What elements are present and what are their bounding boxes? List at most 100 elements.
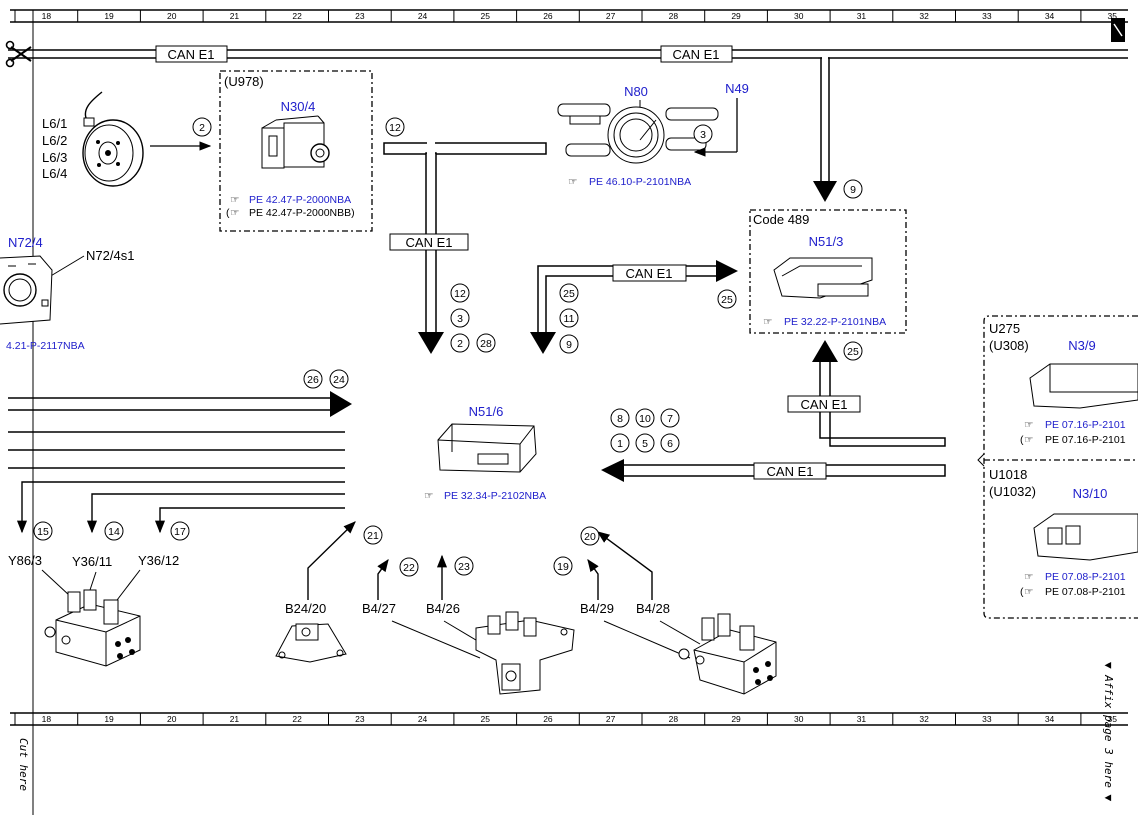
signal-number: 5: [635, 433, 655, 453]
signal-number: 9: [559, 334, 579, 354]
svg-text:20: 20: [584, 531, 596, 543]
signal-number: 26: [303, 369, 323, 389]
bus-label-can-e1: CAN E1: [406, 235, 453, 250]
svg-text:23: 23: [458, 561, 470, 573]
grid-column-label: 28: [669, 11, 679, 21]
label-y36-12: Y36/12: [138, 553, 179, 568]
affix-page-text: ▼ Affix page 3 here ▼: [1102, 662, 1115, 801]
grid-column-label: 35: [1108, 11, 1118, 21]
signal-number: 14: [104, 521, 124, 541]
label-y36-11: Y36/11: [72, 554, 112, 569]
grid-column-label: 25: [481, 714, 491, 724]
bus-label-can-e1: CAN E1: [673, 47, 720, 62]
label-l6-4: L6/4: [42, 166, 67, 181]
doc-ref-alt: PE 07.16-P-2101: [1045, 434, 1126, 446]
bus-n51-3-link: CAN E1: [530, 260, 738, 354]
valve-block-icon: [44, 589, 141, 667]
option-code: Code 489: [753, 212, 809, 227]
doc-ref-paren: (: [1020, 586, 1024, 598]
pressure-sensor-block-icon: [475, 611, 575, 695]
grid-column-label: 27: [606, 11, 616, 21]
engine-control-units: U275 (U308) N3/9 ☞ PE 07.16-P-2101 ( ☞ P…: [977, 315, 1138, 619]
n49-component: N49: [693, 81, 749, 157]
hydraulic-unit-icon: [261, 115, 330, 169]
grid-column-label: 20: [167, 714, 177, 724]
label-b4-29: B4/29: [580, 601, 614, 616]
grid-column-label: 21: [230, 714, 240, 724]
signal-number: 3: [450, 308, 470, 328]
signal-number: 7: [660, 408, 680, 428]
grid-column-label: 24: [418, 714, 428, 724]
signal-number: 2: [450, 333, 470, 353]
grid-column-label: 29: [731, 11, 741, 21]
signal-number: 24: [329, 369, 349, 389]
n80-component: N80 ☞ PE 46.10-P-2101NBA: [557, 84, 719, 188]
svg-text:8: 8: [617, 413, 623, 425]
grid-column-label: 22: [292, 11, 302, 21]
signal-number: 19: [553, 556, 573, 576]
brake-disc-icon: [82, 91, 144, 187]
grid-column-label: 28: [669, 714, 679, 724]
component-name: N51/3: [809, 234, 844, 249]
option-code: (U308): [989, 338, 1029, 353]
label-b4-26: B4/26: [426, 601, 460, 616]
signal-number: 12: [450, 283, 470, 303]
component-name: N49: [725, 81, 749, 96]
grid-column-label: 25: [481, 11, 491, 21]
doc-ref-icon: ☞: [568, 176, 577, 188]
component-name: N80: [624, 84, 648, 99]
signal-number: 28: [476, 333, 496, 353]
option-code: U1018: [989, 467, 1027, 482]
grid-column-label: 24: [418, 11, 428, 21]
label-b24-20: B24/20: [285, 601, 326, 616]
doc-ref-icon: ☞: [763, 316, 772, 328]
label-y86-3: Y86/3: [8, 553, 42, 568]
doc-ref: PE 46.10-P-2101NBA: [589, 176, 691, 188]
doc-ref-icon: ☞: [1024, 434, 1033, 446]
valve-sensor-block-icon: [678, 613, 777, 695]
doc-ref-icon: ☞: [230, 207, 239, 219]
doc-ref-paren: (: [226, 207, 230, 219]
label-b4-28: B4/28: [636, 601, 670, 616]
signal-number: 1: [610, 433, 630, 453]
signal-number: 20: [580, 526, 600, 546]
signal-number: 22: [399, 557, 419, 577]
grid-column-label: 27: [606, 714, 616, 724]
component-name: N72/4: [8, 235, 43, 250]
svg-text:21: 21: [367, 530, 379, 542]
grid-column-label: 23: [355, 11, 365, 21]
grid-column-label: 19: [104, 11, 114, 21]
option-code: (U1032): [989, 484, 1036, 499]
grid-column-label: 34: [1045, 714, 1055, 724]
svg-text:9: 9: [566, 339, 572, 351]
svg-text:3: 3: [457, 313, 463, 325]
doc-ref: 4.21-P-2117NBA: [6, 340, 85, 352]
left-signal-lines: [8, 391, 352, 534]
component-name: N3/10: [1073, 486, 1108, 501]
svg-text:2: 2: [199, 122, 205, 134]
grid-column-label: 23: [355, 714, 365, 724]
option-code: U275: [989, 321, 1020, 336]
svg-text:10: 10: [639, 413, 651, 425]
control-unit-icon: [437, 423, 537, 473]
doc-ref: PE 42.47-P-2000NBA: [249, 194, 351, 206]
signal-number: 25: [843, 341, 863, 361]
subcomponent-name: N72/4s1: [86, 248, 134, 263]
component-name: N51/6: [469, 404, 504, 419]
scissors-icon: [5, 40, 32, 68]
doc-ref-alt: PE 07.08-P-2101: [1045, 586, 1126, 598]
bus-right-links: CAN E1 CAN E1: [601, 340, 946, 482]
grid-column-label: 19: [104, 714, 114, 724]
svg-text:15: 15: [37, 526, 49, 538]
bus-label-can-e1: CAN E1: [168, 47, 215, 62]
label-b4-27: B4/27: [362, 601, 396, 616]
control-unit-icon: [773, 257, 873, 299]
grid-column-label: 31: [857, 11, 867, 21]
steering-column-module-icon: [557, 103, 719, 164]
n30-4-component: (U978) N30/4 ☞ PE 42.47-P-2000NBA ( ☞ PE…: [219, 70, 373, 232]
engine-ecu-icon: [1029, 363, 1138, 409]
corner-mark-icon: [1111, 18, 1125, 42]
svg-text:11: 11: [564, 313, 575, 325]
